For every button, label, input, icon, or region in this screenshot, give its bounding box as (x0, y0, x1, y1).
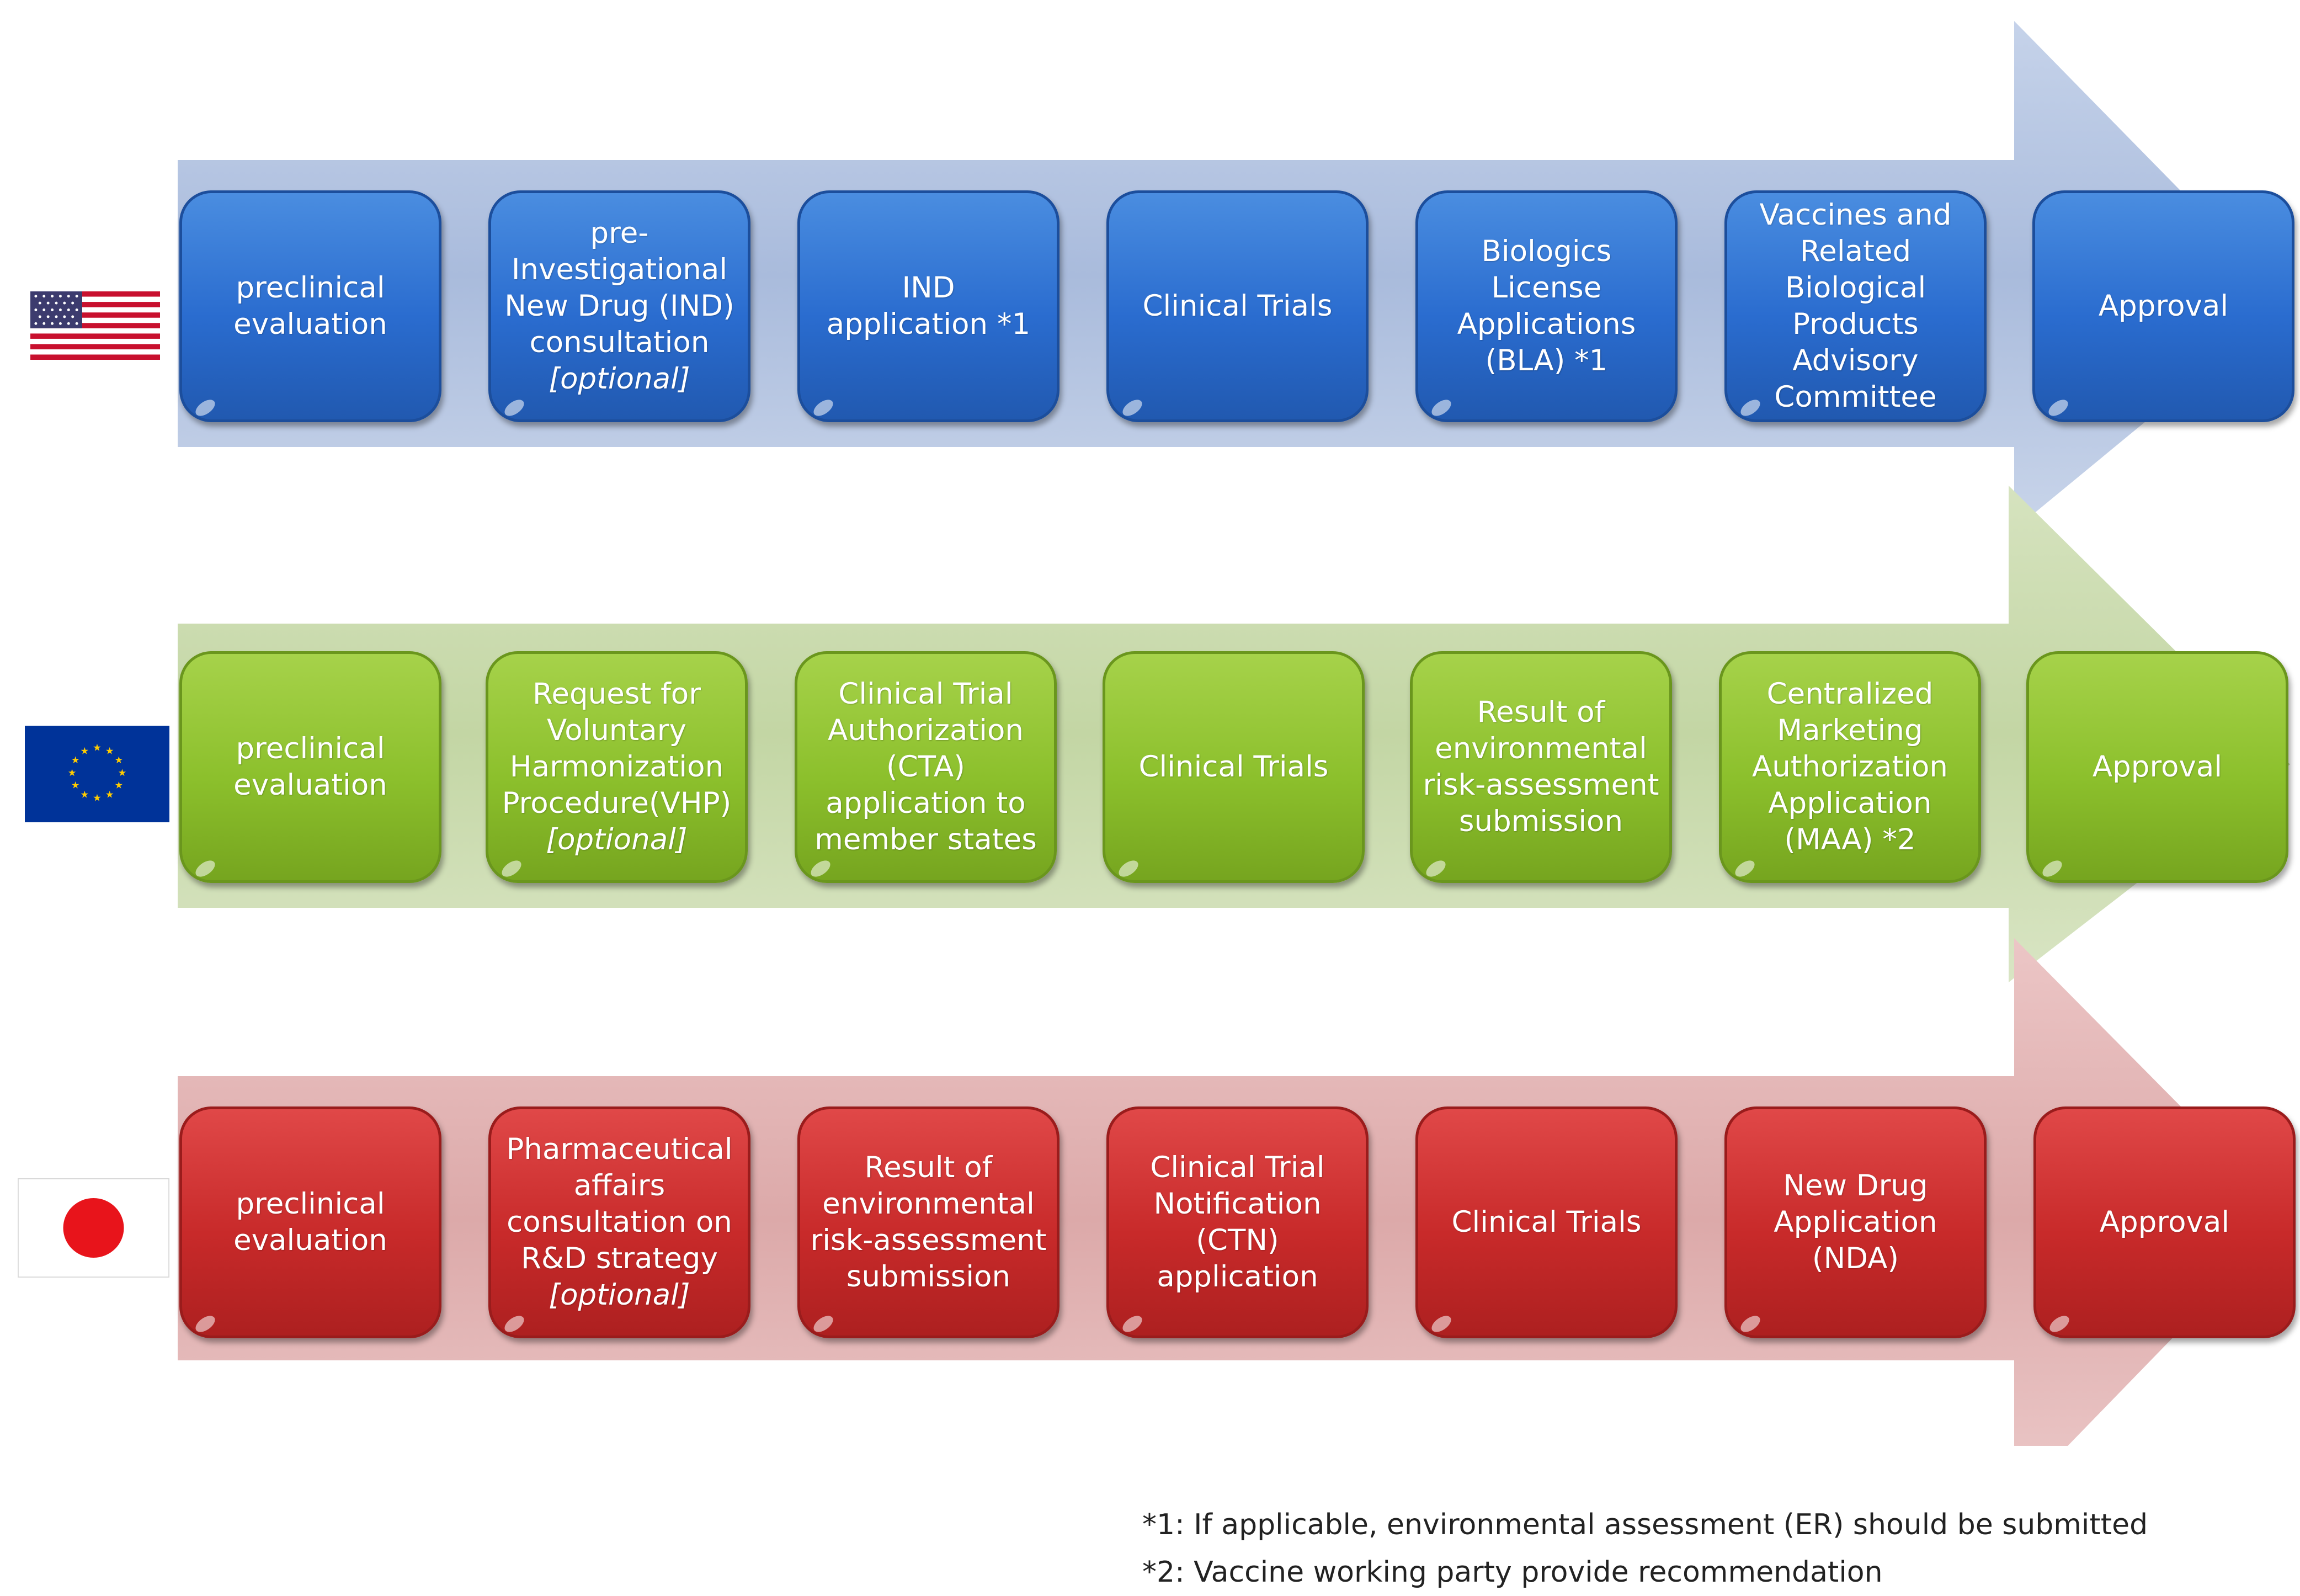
japan-step-4: Clinical Trial Notification (CTN) applic… (1106, 1106, 1369, 1338)
svg-text:★: ★ (118, 768, 127, 779)
svg-text:★: ★ (93, 742, 102, 753)
svg-text:★: ★ (93, 792, 102, 804)
footnotes: *1: If applicable, environmental assessm… (1142, 1501, 2148, 1596)
japan-step-2: Pharmaceutical affairs consultation on R… (488, 1106, 750, 1338)
eu-step-4: Clinical Trials (1103, 651, 1365, 883)
eu-pathway-row: ★★★ ★★★ ★★★ ★★★ preclinical evaluation R… (0, 464, 2300, 993)
step-label: Vaccines and Related Biological Products… (1759, 198, 1952, 414)
svg-text:★: ★ (80, 746, 89, 757)
footnote-1: *1: If applicable, environmental assessm… (1142, 1508, 2148, 1541)
optional-label: [optional] (549, 1278, 690, 1312)
step-label: preclinical evaluation (233, 271, 387, 341)
eu-step-3: Clinical Trial Authorization (CTA) appli… (795, 651, 1057, 883)
japan-pathway-row: preclinical evaluation Pharmaceutical af… (0, 916, 2300, 1446)
svg-text:★: ★ (114, 780, 123, 791)
eu-step-6: Centralized Marketing Authorization Appl… (1719, 651, 1981, 883)
step-label: Clinical Trial Notification (CTN) applic… (1150, 1151, 1325, 1294)
eu-flag-icon: ★★★ ★★★ ★★★ ★★★ (25, 726, 169, 822)
step-label: Approval (2092, 750, 2223, 784)
us-flag-icon (30, 291, 160, 360)
step-label: Centralized Marketing Authorization Appl… (1752, 677, 1948, 856)
step-label: Clinical Trials (1138, 750, 1329, 784)
japan-flag-icon (18, 1178, 169, 1278)
svg-text:★: ★ (105, 746, 114, 757)
step-label: Biologics License Applications (BLA) *1 (1457, 235, 1636, 377)
optional-label: [optional] (546, 823, 688, 856)
eu-step-2: Request for Voluntary Harmonization Proc… (486, 651, 748, 883)
us-step-6: Vaccines and Related Biological Products… (1724, 190, 1987, 422)
us-step-1: preclinical evaluation (179, 190, 441, 422)
us-pathway-row: preclinical evaluation pre- Investigatio… (0, 0, 2300, 530)
step-label: Clinical Trials (1142, 289, 1333, 323)
step-label: Request for Voluntary Harmonization Proc… (502, 677, 732, 820)
step-label: IND application *1 (826, 271, 1031, 341)
eu-step-5: Result of environmental risk-assessment … (1410, 651, 1672, 883)
svg-text:★: ★ (114, 755, 123, 766)
step-label: Approval (2098, 289, 2229, 323)
japan-step-5: Clinical Trials (1415, 1106, 1678, 1338)
us-step-7: Approval (2032, 190, 2294, 422)
japan-step-7: Approval (2033, 1106, 2296, 1338)
step-label: Approval (2099, 1205, 2230, 1239)
step-label: pre- Investigational New Drug (IND) cons… (504, 216, 734, 359)
us-step-5: Biologics License Applications (BLA) *1 (1415, 190, 1678, 422)
svg-text:★: ★ (105, 789, 114, 800)
eu-step-1: preclinical evaluation (179, 651, 441, 883)
footnote-2: *2: Vaccine working party provide recomm… (1142, 1556, 1883, 1589)
us-step-2: pre- Investigational New Drug (IND) cons… (488, 190, 750, 422)
step-label: Pharmaceutical affairs consultation on R… (506, 1132, 733, 1275)
svg-text:★: ★ (68, 768, 77, 779)
eu-step-7: Approval (2026, 651, 2288, 883)
svg-text:★: ★ (71, 780, 80, 791)
step-label: New Drug Application (NDA) (1774, 1169, 1937, 1275)
japan-step-1: preclinical evaluation (179, 1106, 441, 1338)
step-label: Result of environmental risk-assessment … (1423, 695, 1659, 838)
optional-label: [optional] (549, 362, 690, 396)
japan-step-6: New Drug Application (NDA) (1724, 1106, 1987, 1338)
us-step-3: IND application *1 (797, 190, 1060, 422)
svg-text:★: ★ (80, 789, 89, 800)
step-label: preclinical evaluation (233, 1187, 387, 1257)
svg-text:★: ★ (71, 755, 80, 766)
us-step-4: Clinical Trials (1106, 190, 1369, 422)
step-label: Clinical Trial Authorization (CTA) appli… (814, 677, 1037, 856)
japan-step-3: Result of environmental risk-assessment … (797, 1106, 1060, 1338)
step-label: Clinical Trials (1451, 1205, 1642, 1239)
step-label: preclinical evaluation (233, 732, 387, 802)
step-label: Result of environmental risk-assessment … (810, 1151, 1047, 1294)
